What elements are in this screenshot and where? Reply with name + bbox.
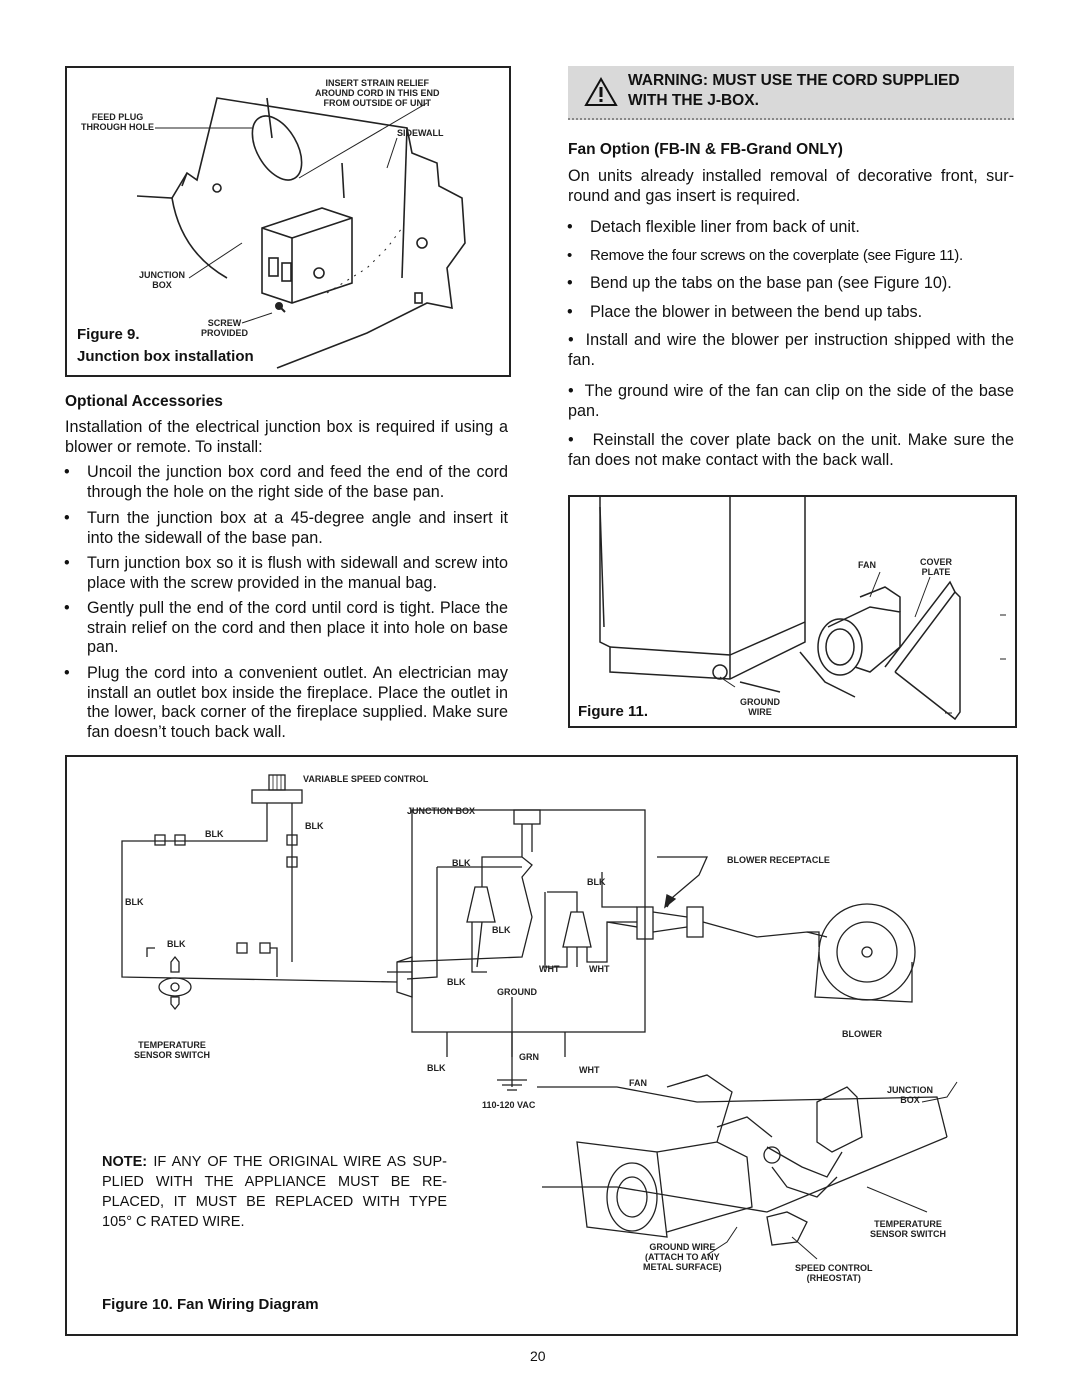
optional-bullet: • Plug the cord into a convenient outlet.…: [64, 664, 508, 742]
warning-line-2: WITH THE J-BOX.: [628, 92, 759, 109]
fan-option-heading: Fan Option (FB-IN & FB-Grand ONLY): [568, 141, 843, 158]
label-speed-control: SPEED CONTROL (RHEOSTAT): [795, 1263, 873, 1283]
label-screw-provided: SCREW PROVIDED: [201, 318, 249, 338]
bullet-text: Place the blower in between the bend up …: [590, 303, 923, 321]
optional-bullet: • Turn junction box so it is flush with s…: [64, 554, 508, 593]
bullet-dot: •: [64, 599, 70, 617]
label-wht: WHT: [589, 964, 610, 974]
bullet-text: Gently pull the end of the cord until co…: [87, 599, 508, 656]
fan-bullet: • Install and wire the blower per instru…: [568, 331, 1014, 370]
label-blk: BLK: [427, 1063, 446, 1073]
label-junction-box: JUNCTION BOX: [139, 270, 186, 290]
bullet-text: Detach flexible liner from back of unit.: [590, 218, 860, 236]
warning-icon: [584, 77, 618, 106]
fan-bullet: • The ground wire of the fan can clip on…: [568, 382, 1014, 421]
label-temperature-sensor-switch: TEMPERATURE SENSOR SWITCH: [134, 1040, 211, 1060]
label-blower: BLOWER: [842, 1029, 882, 1039]
page-number: 20: [530, 1348, 546, 1364]
bullet-dot: •: [567, 274, 573, 292]
label-fan: FAN: [858, 560, 876, 570]
label-wht: WHT: [579, 1065, 600, 1075]
bullet-text: Remove the four screws on the coverplate…: [590, 247, 963, 264]
optional-accessories-heading: Optional Accessories: [65, 393, 223, 410]
label-sidewall: SIDEWALL: [397, 128, 444, 138]
label-blk: BLK: [305, 821, 324, 831]
label-fan: FAN: [629, 1078, 647, 1088]
figure-9-frame: INSERT STRAIN RELIEF AROUND CORD IN THIS…: [65, 66, 511, 377]
wire-replacement-note: NOTE: IF ANY OF THE ORIGINAL WIRE AS SUP…: [102, 1152, 447, 1232]
figure-10-caption: Figure 10. Fan Wiring Diagram: [102, 1296, 319, 1313]
label-blk: BLK: [587, 877, 606, 887]
bullet-dot: •: [64, 664, 70, 682]
bullet-dot: •: [567, 247, 572, 264]
fan-bullet: • Place the blower in between the bend up…: [567, 303, 1014, 323]
optional-bullet: • Uncoil the junction box cord and feed t…: [64, 463, 508, 502]
optional-bullet: • Gently pull the end of the cord until c…: [64, 599, 508, 658]
wiring-diagram: [121, 774, 958, 1260]
bullet-dot: •: [568, 331, 586, 349]
label-blk: BLK: [167, 939, 186, 949]
bullet-dot: •: [568, 382, 585, 400]
bullet-dot: •: [64, 463, 70, 481]
bullet-text: Turn the junction box at a 45-degree ang…: [87, 509, 508, 547]
label-junction-box: JUNCTION BOX: [407, 806, 476, 816]
label-strain-relief: INSERT STRAIN RELIEF AROUND CORD IN THIS…: [315, 78, 440, 108]
label-wht: WHT: [539, 964, 560, 974]
label-ground-wire: GROUND WIRE: [740, 697, 780, 717]
figure-9-number: Figure 9.: [77, 326, 140, 343]
warning-line-1: WARNING: MUST USE THE CORD SUPPLIED: [628, 72, 960, 89]
warning-banner: WARNING: MUST USE THE CORD SUPPLIED WITH…: [568, 66, 1014, 120]
fan-bullet: • Remove the four screws on the coverplat…: [567, 246, 1020, 266]
fan-bullet: • Detach flexible liner from back of unit…: [567, 218, 1014, 238]
label-cover-plate: COVER PLATE: [920, 557, 953, 577]
label-temperature-sensor-switch-2: TEMPERATURE SENSOR SWITCH: [870, 1219, 947, 1239]
figure-11-frame: FAN COVER PLATE GROUND WIRE Figure 11.: [568, 495, 1017, 728]
label-blower-receptacle: BLOWER RECEPTACLE: [727, 855, 830, 865]
fan-bullet: • Reinstall the cover plate back on the …: [568, 431, 1014, 470]
bullet-dot: •: [64, 509, 70, 527]
label-ground-wire: GROUND WIRE (ATTACH TO ANY METAL SURFACE…: [643, 1242, 722, 1272]
warning-text: WARNING: MUST USE THE CORD SUPPLIED WITH…: [628, 71, 960, 111]
note-text: IF ANY OF THE ORIGINAL WIRE AS SUP-PLIED…: [102, 1154, 447, 1230]
fan-option-intro: On units already installed removal of de…: [568, 167, 1014, 205]
fan-installation-illustration: [599, 497, 1006, 721]
bullet-dot: •: [567, 218, 573, 236]
label-variable-speed-control: VARIABLE SPEED CONTROL: [303, 774, 429, 784]
bullet-text: Uncoil the junction box cord and feed th…: [87, 463, 508, 501]
bullet-text: Install and wire the blower per instruct…: [568, 331, 1014, 369]
label-110-120-vac: 110-120 VAC: [482, 1100, 536, 1110]
label-blk: BLK: [447, 977, 466, 987]
label-blk: BLK: [125, 897, 144, 907]
fan-bullet: • Bend up the tabs on the base pan (see F…: [567, 274, 1014, 294]
label-grn: GRN: [519, 1052, 539, 1062]
bullet-dot: •: [568, 431, 593, 449]
bullet-text: Reinstall the cover plate back on the un…: [568, 431, 1014, 469]
bullet-text: Turn junction box so it is flush with si…: [87, 554, 508, 592]
label-blk: BLK: [452, 858, 471, 868]
label-blk: BLK: [205, 829, 224, 839]
figure-9-title: Junction box installation: [77, 348, 254, 365]
bullet-text: Plug the cord into a convenient outlet. …: [87, 664, 508, 741]
bullet-dot: •: [64, 554, 70, 572]
bullet-dot: •: [567, 303, 573, 321]
label-blk: BLK: [492, 925, 511, 935]
figure-11-caption: Figure 11.: [578, 703, 649, 720]
bullet-text: Bend up the tabs on the base pan (see Fi…: [590, 274, 952, 292]
label-ground: GROUND: [497, 987, 537, 997]
note-label: NOTE:: [102, 1154, 148, 1170]
optional-intro: Installation of the electrical junction …: [65, 418, 508, 456]
label-feed-plug: FEED PLUG THROUGH HOLE: [81, 112, 154, 132]
optional-bullet: • Turn the junction box at a 45-degree an…: [64, 509, 508, 548]
figure-10-frame: VARIABLE SPEED CONTROL JUNCTION BOX BLK …: [65, 755, 1018, 1336]
junction-box-illustration: [136, 97, 466, 369]
bullet-text: The ground wire of the fan can clip on t…: [568, 382, 1014, 420]
label-junction-box-2: JUNCTION BOX: [887, 1085, 934, 1105]
